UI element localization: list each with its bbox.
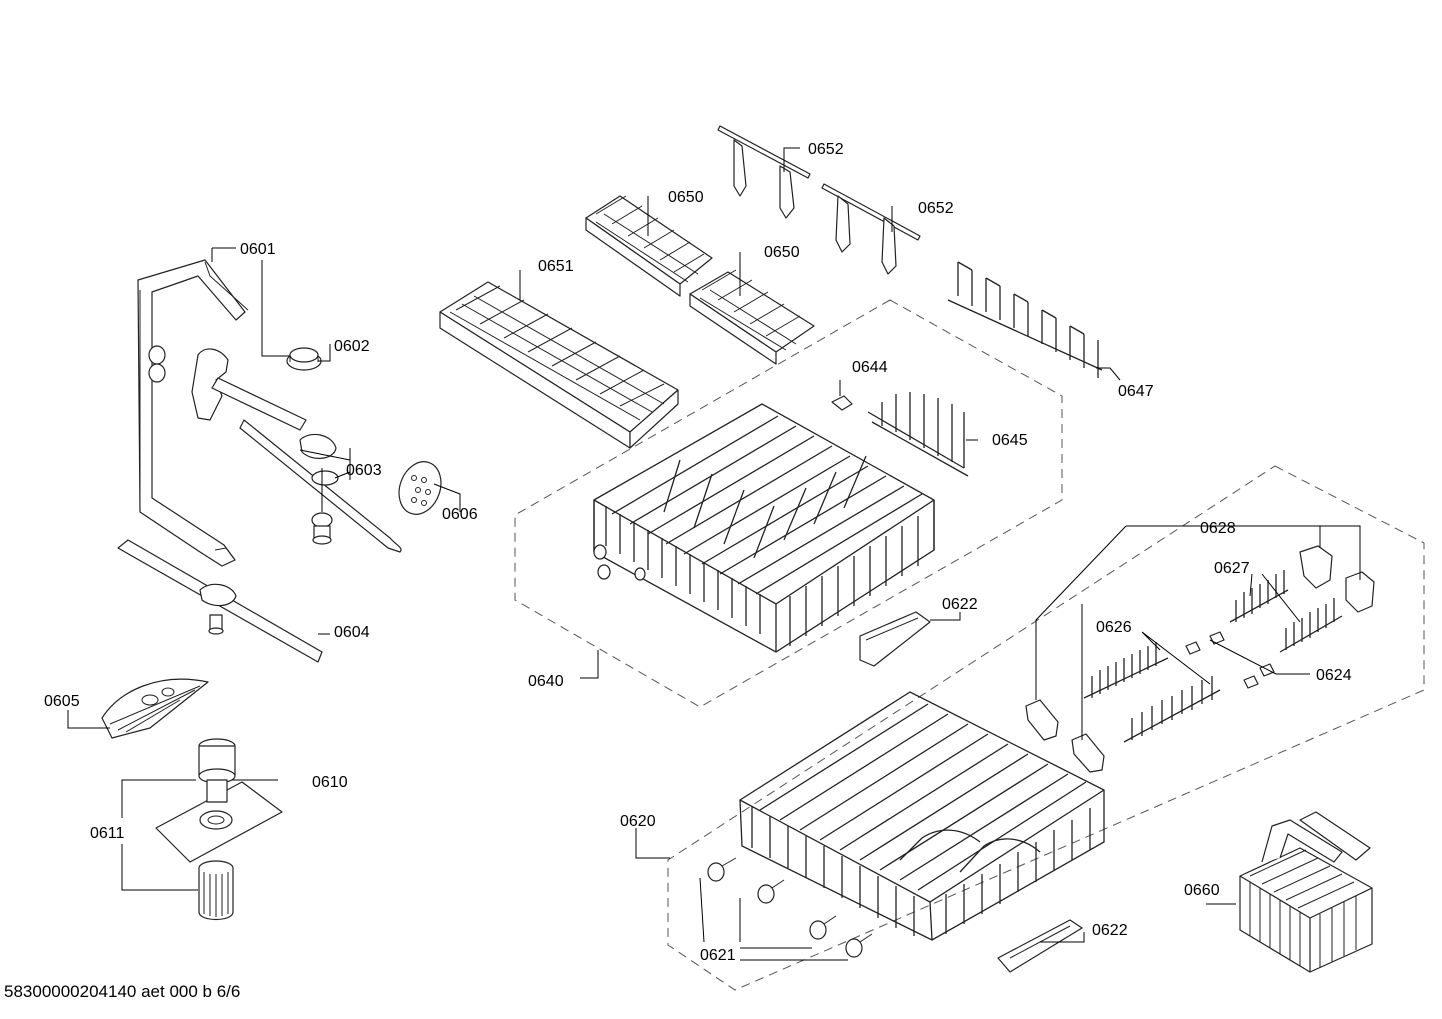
round-sieve-part [398,461,442,515]
callout-0611: 0611 [90,825,125,842]
basket-handle-upper-part [859,611,931,667]
union-nut-part [286,347,322,371]
micro-filter-part [101,678,209,739]
callout-0626: 0626 [1096,619,1132,636]
callout-0645: 0645 [992,432,1028,449]
callout-0640: 0640 [528,673,564,690]
basket-handle-lower-part [997,919,1083,973]
callout-0647: 0647 [1118,383,1154,400]
callout-0605: 0605 [44,693,80,710]
upper-basket-part [593,403,935,653]
basket-wheel-part [707,857,873,958]
small-clip-part-0624 [1185,631,1275,689]
leader-lines [67,147,1361,961]
callout-0606: 0606 [442,506,478,523]
callout-0628: 0628 [1200,520,1236,537]
callout-0620: 0620 [620,813,656,830]
callout-0651: 0651 [538,258,574,275]
callout-0621: 0621 [700,947,736,964]
callout-0602: 0602 [334,338,370,355]
supply-tube-part [137,259,249,567]
lower-spray-arm-part [117,539,323,663]
fold-down-tine-part [867,392,969,477]
upper-basket-assembly-outline [514,299,1063,708]
callout-0650-a: 0650 [668,189,704,206]
rack-clip-part [831,395,853,411]
folding-tine-row-part [947,261,1103,378]
callout-0601: 0601 [240,241,276,258]
holder-bracket-part [1299,545,1375,613]
lower-basket-assembly-outline [667,465,1425,991]
callout-0610: 0610 [312,774,348,791]
cutlery-tray-part [439,281,679,449]
tine-row-part-0627 [1229,570,1343,653]
callout-0604: 0604 [334,624,370,641]
callout-0652-b: 0652 [918,200,954,217]
lower-basket-part [739,691,1105,941]
cutlery-basket-part [1239,811,1373,973]
document-id: 58300000204140 aet 000 b 6/6 [4,982,241,1001]
cup-rack-insert-part-2 [689,269,815,365]
basket-bracket-part [1025,699,1105,773]
upper-spray-arm-part [191,348,402,553]
callout-0660: 0660 [1184,882,1220,899]
fine-filter-cylinder-part [198,860,234,921]
rack-holder-rail-part [717,125,921,275]
tine-row-part-0626 [1083,642,1221,743]
callout-0622-lower: 0622 [1092,922,1128,939]
callout-0622-upper: 0622 [942,596,978,613]
callout-0644: 0644 [852,359,888,376]
callout-0627: 0627 [1214,560,1250,577]
callout-0652-a: 0652 [808,141,844,158]
callout-0603: 0603 [346,462,382,479]
callout-0650-b: 0650 [764,244,800,261]
callout-0624: 0624 [1316,667,1352,684]
filter-cylinder-top-part [198,738,236,803]
cup-rack-insert-part [585,195,713,297]
